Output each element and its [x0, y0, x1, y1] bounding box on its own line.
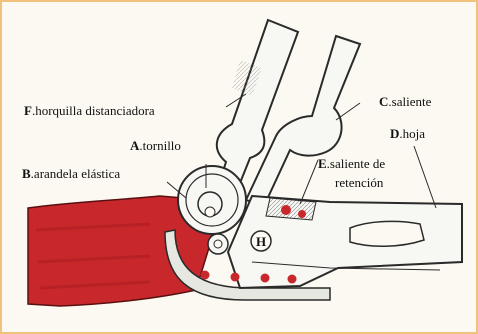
label-blade: D.hoja	[390, 126, 425, 141]
label-projection: C.saliente	[379, 94, 432, 109]
label-fork: F.horquilla distanciadora	[24, 103, 155, 118]
retention-projection	[266, 198, 316, 220]
blade-slot	[350, 221, 424, 246]
label-screw: A.tornillo	[130, 138, 181, 153]
h-marker-label: H	[256, 234, 266, 249]
label-retention-line2: retención	[335, 175, 384, 190]
label-retention: E.saliente de	[318, 156, 385, 171]
h-marker: H	[251, 231, 271, 251]
washer-and-screw	[178, 166, 246, 234]
label-washer: B.arandela elástica	[22, 166, 120, 181]
lower-screw	[208, 234, 228, 254]
